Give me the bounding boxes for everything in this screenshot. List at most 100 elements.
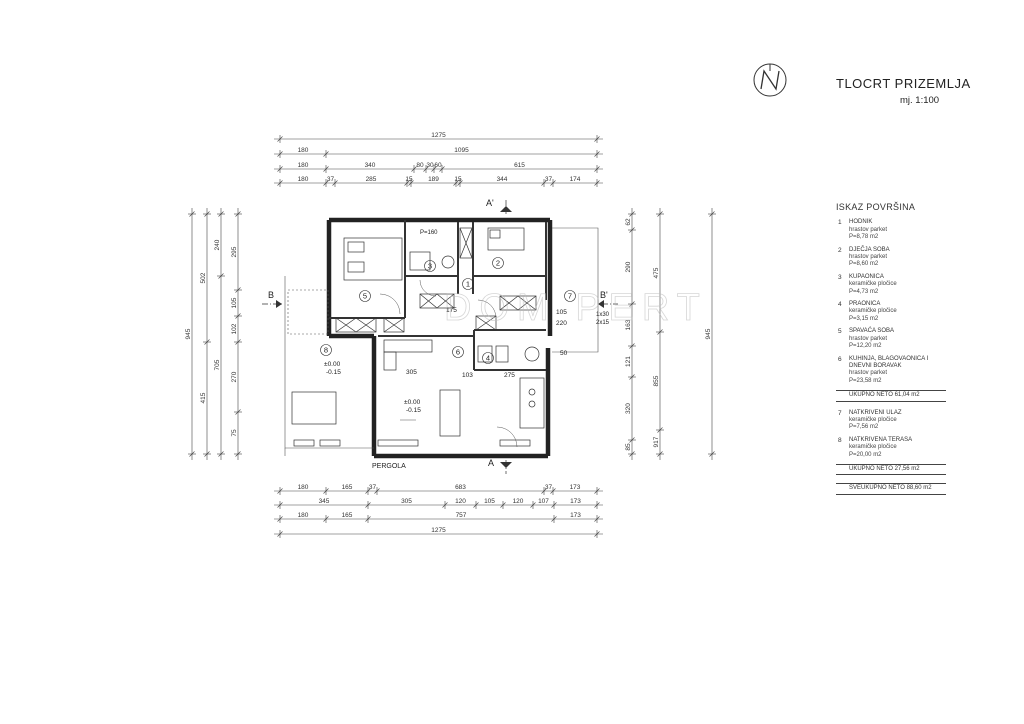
dimension-label: 180 xyxy=(298,147,309,154)
wardrobes xyxy=(335,227,537,333)
dimension-label: 945 xyxy=(705,328,712,339)
dimension-label: 37 xyxy=(545,484,553,491)
svg-text:7: 7 xyxy=(568,292,572,301)
dimension-label: 945 xyxy=(185,328,192,339)
dimension-label: 270 xyxy=(231,371,238,382)
dimension-label: 163 xyxy=(625,319,632,330)
legend-item-area: P=3,15 m2 xyxy=(849,315,879,322)
legend-subtotal-2: UKUPNO NETO 27,56 m2 xyxy=(836,463,946,476)
dimension-label: 15 xyxy=(454,176,462,183)
dimension-label: 855 xyxy=(653,375,660,386)
legend-item-name: KUHINJA, BLAGOVAONICA I DNEVNI BORAVAK xyxy=(849,355,929,369)
legend-item-name: KUPAONICA xyxy=(849,273,884,280)
legend-item-num: 3 xyxy=(838,273,842,281)
legend-item-name: NATKRIVENA TERASA xyxy=(849,436,913,443)
dimension-label: 917 xyxy=(653,436,660,447)
dimension-label: 320 xyxy=(625,403,632,414)
dimension-label: 180 xyxy=(298,484,309,491)
dim-105b: 105 xyxy=(556,309,567,316)
legend-item-finish: hrastov parket xyxy=(849,335,888,342)
legend-item-finish: hrastov parket xyxy=(849,226,888,233)
dimension-label: 120 xyxy=(455,498,466,505)
legend-item-num: 1 xyxy=(838,219,842,227)
dimension-label: 415 xyxy=(200,392,207,403)
dimension-label: 173 xyxy=(570,498,581,505)
legend-item-area: P=12,20 m2 xyxy=(849,343,882,350)
dimension-label: 174 xyxy=(570,176,581,183)
dimension-lines xyxy=(188,135,716,538)
dim-1x30: 1x30 xyxy=(596,312,610,318)
dimension-label: 75 xyxy=(231,429,238,437)
room-marker-8: 8 xyxy=(320,344,332,356)
legend-item-area: P=23,58 m2 xyxy=(849,377,882,384)
dimension-label: 285 xyxy=(366,176,377,183)
dimension-label: 295 xyxy=(231,246,238,257)
room-marker-6: 6 xyxy=(452,346,464,358)
dimension-label: 290 xyxy=(625,261,632,272)
section-b-label: B xyxy=(268,290,274,300)
dim-175: 175 xyxy=(446,307,457,314)
legend-item-num: 6 xyxy=(838,355,842,363)
legend-item-finish: keramičke pločice xyxy=(849,444,897,451)
dimension-label: 344 xyxy=(497,176,508,183)
dimension-label: 705 xyxy=(214,359,221,370)
legend-heading: ISKAZ POVRŠINA xyxy=(836,202,916,212)
dimension-label: 60 xyxy=(434,162,442,169)
legend-item-area: P=20,00 m2 xyxy=(849,451,882,458)
dimension-label: 173 xyxy=(570,512,581,519)
dimension-label: 757 xyxy=(456,512,467,519)
elevation-label-1b: -0.15 xyxy=(326,369,341,376)
dimension-label: 105 xyxy=(231,297,238,308)
legend-item-num: 2 xyxy=(838,246,842,254)
scale-label: mj. 1:100 xyxy=(900,95,940,106)
dimension-label: 80 xyxy=(416,162,424,169)
dimension-label: 615 xyxy=(514,162,525,169)
legend-item-num: 7 xyxy=(838,409,842,417)
room-marker-3: 3 xyxy=(424,260,436,272)
dimension-label: 107 xyxy=(538,498,549,505)
section-b-prime-label: B' xyxy=(600,290,608,300)
dim-275: 275 xyxy=(504,372,515,379)
terrace-outline xyxy=(284,227,599,456)
pergola-label: PERGOLA xyxy=(372,463,406,470)
plan-text: A' A B B' PERGOLA ±0.00 -0.15 ±0.00 -0.1… xyxy=(268,198,610,470)
legend-item-area: P=7,56 m2 xyxy=(849,424,879,431)
room-marker-5: 5 xyxy=(359,290,371,302)
door-swings xyxy=(379,279,518,448)
section-markers xyxy=(276,206,604,468)
legend-item-name: NATKRIVENI ULAZ xyxy=(849,409,902,416)
dimension-label: 15 xyxy=(405,176,413,183)
legend-item-finish: hrastov parket xyxy=(849,370,888,377)
legend-item-area: P=8,60 m2 xyxy=(849,261,879,268)
room-marker-2: 2 xyxy=(492,257,504,269)
dimension-label: 121 xyxy=(625,356,632,367)
north-arrow-icon xyxy=(753,63,787,97)
legend-item-name: SPAVAĆA SOBA xyxy=(849,328,895,335)
dimension-label: 340 xyxy=(365,162,376,169)
legend-item-area: P=8,78 m2 xyxy=(849,234,879,241)
legend-item-num: 4 xyxy=(838,301,842,309)
legend-item-finish: keramičke pločice xyxy=(849,416,897,423)
legend-item-name: PRAONICA xyxy=(849,301,881,308)
dimension-label: 180 xyxy=(298,512,309,519)
svg-text:6: 6 xyxy=(456,348,460,357)
legend-item-finish: hrastov parket xyxy=(849,254,888,261)
dimension-label: 1275 xyxy=(431,527,446,534)
dim-305: 305 xyxy=(406,369,417,376)
dimension-label: 1275 xyxy=(431,132,446,139)
svg-text:1: 1 xyxy=(466,280,470,289)
page-title: TLOCRT PRIZEMLJA xyxy=(836,76,971,91)
room-marker-7: 7 xyxy=(564,290,576,302)
